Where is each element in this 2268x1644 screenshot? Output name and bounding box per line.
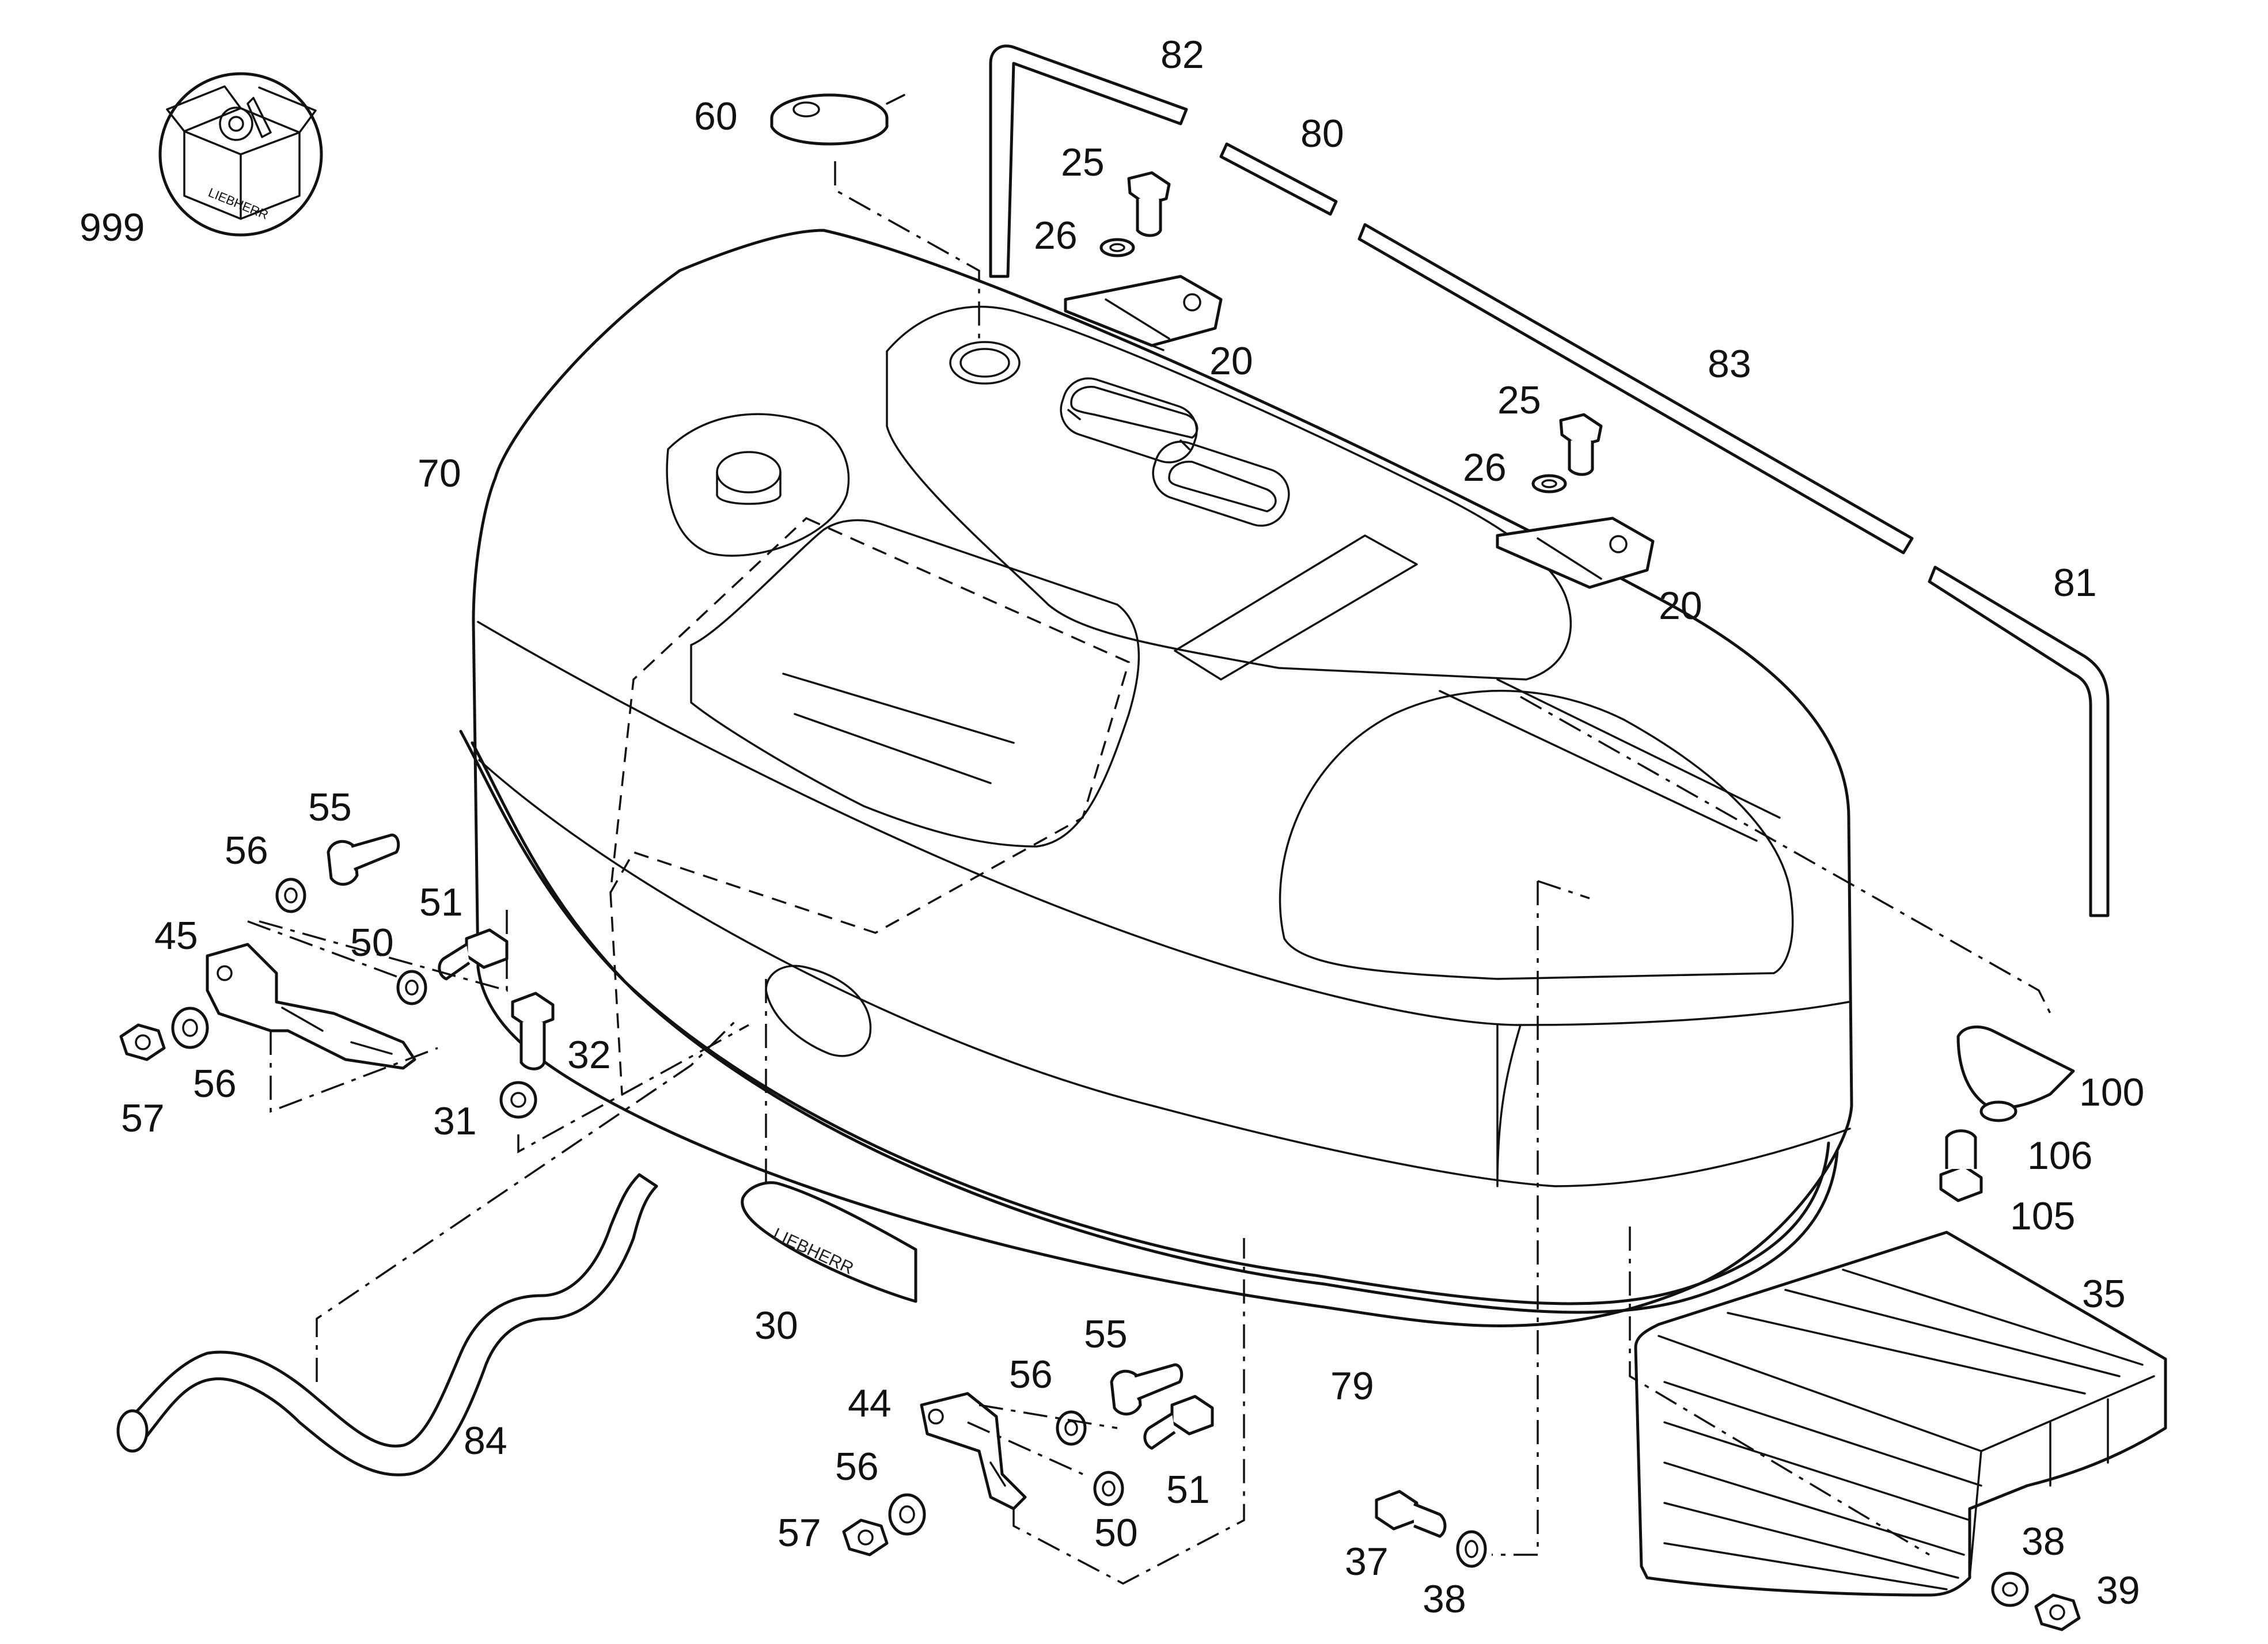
callout-44: 44 — [848, 1381, 892, 1425]
bolt-51a — [438, 928, 509, 981]
callout-31: 31 — [433, 1099, 477, 1143]
callout-50a: 50 — [350, 921, 394, 965]
callout-105: 105 — [2010, 1194, 2075, 1238]
bolt-105 — [1939, 1129, 1983, 1202]
callout-80: 80 — [1300, 112, 1344, 155]
bolt-37 — [1375, 1490, 1447, 1538]
washer-31 — [499, 1081, 537, 1119]
washer-56d — [888, 1493, 926, 1536]
callout-51a: 51 — [419, 880, 463, 924]
washer-38b — [1991, 1571, 2029, 1607]
hinge-bracket-20a — [1064, 275, 1223, 351]
callout-25a: 25 — [1061, 141, 1105, 184]
callout-51b: 51 — [1166, 1468, 1210, 1512]
callout-20b: 20 — [1659, 584, 1702, 628]
washer-26b — [1531, 474, 1567, 493]
callout-30: 30 — [754, 1304, 798, 1347]
callout-84: 84 — [464, 1419, 507, 1463]
callout-25b: 25 — [1497, 378, 1541, 422]
callout-81: 81 — [2053, 561, 2097, 605]
callout-83: 83 — [1708, 342, 1751, 386]
nut-39 — [2034, 1593, 2081, 1631]
callout-100: 100 — [2079, 1070, 2144, 1114]
washer-106 — [1979, 1100, 2017, 1122]
callout-45: 45 — [154, 914, 198, 958]
rubber-strip-81 — [1928, 565, 2110, 917]
bolt-55b — [1110, 1363, 1184, 1416]
grille-35 — [1634, 1231, 2167, 1597]
callout-56d: 56 — [835, 1445, 879, 1489]
callout-32: 32 — [567, 1033, 611, 1077]
engine-hood — [472, 229, 1853, 1327]
rubber-strip-83 — [1357, 223, 1914, 555]
seal-strip-79 — [459, 730, 1839, 1314]
callout-26b: 26 — [1463, 446, 1507, 489]
rubber-strip-80 — [1219, 142, 1338, 216]
washer-56b — [171, 1007, 209, 1049]
parts-kit-box-icon: LIEBHERR — [158, 72, 323, 237]
callout-37: 37 — [1345, 1540, 1389, 1584]
filler-cap-60 — [770, 93, 905, 146]
rubber-strip-82 — [989, 44, 1188, 278]
bracket-44 — [920, 1392, 1027, 1510]
cover-plate-100 — [1956, 1025, 2075, 1110]
callout-999: 999 — [79, 206, 145, 249]
washer-50b — [1093, 1471, 1124, 1506]
bolt-51b — [1143, 1395, 1214, 1450]
washer-50a — [396, 970, 427, 1005]
callout-20a: 20 — [1209, 339, 1253, 383]
bolt-32 — [511, 992, 555, 1070]
callout-55a: 55 — [308, 785, 352, 829]
washer-38a — [1456, 1530, 1487, 1568]
callout-57a: 57 — [121, 1096, 165, 1140]
callout-79: 79 — [1330, 1364, 1374, 1408]
callout-35: 35 — [2082, 1272, 2126, 1316]
washer-56c — [1056, 1410, 1087, 1446]
callout-70: 70 — [418, 451, 461, 495]
bolt-25b — [1559, 413, 1603, 476]
callout-56a: 56 — [225, 829, 268, 872]
callout-56b: 56 — [193, 1062, 237, 1106]
callout-82: 82 — [1160, 33, 1204, 77]
washer-56a — [275, 878, 306, 913]
callout-106: 106 — [2027, 1134, 2092, 1178]
callout-26a: 26 — [1034, 214, 1078, 257]
callout-39: 39 — [2096, 1569, 2140, 1612]
bracket-45 — [206, 943, 416, 1070]
callout-57b: 57 — [778, 1511, 821, 1555]
callout-38b: 38 — [2022, 1520, 2065, 1563]
nut-57a — [119, 1023, 166, 1061]
callout-60: 60 — [694, 94, 738, 138]
bolt-55a — [327, 833, 400, 886]
bolt-25a — [1127, 171, 1171, 237]
callout-38a: 38 — [1423, 1577, 1466, 1621]
hinge-bracket-20b — [1496, 517, 1655, 589]
washer-26a — [1099, 238, 1135, 257]
nut-57b — [842, 1518, 889, 1556]
hose-84 — [116, 1173, 658, 1476]
callout-56c: 56 — [1009, 1353, 1053, 1396]
callout-55b: 55 — [1084, 1312, 1128, 1356]
callout-50b: 50 — [1094, 1511, 1138, 1555]
